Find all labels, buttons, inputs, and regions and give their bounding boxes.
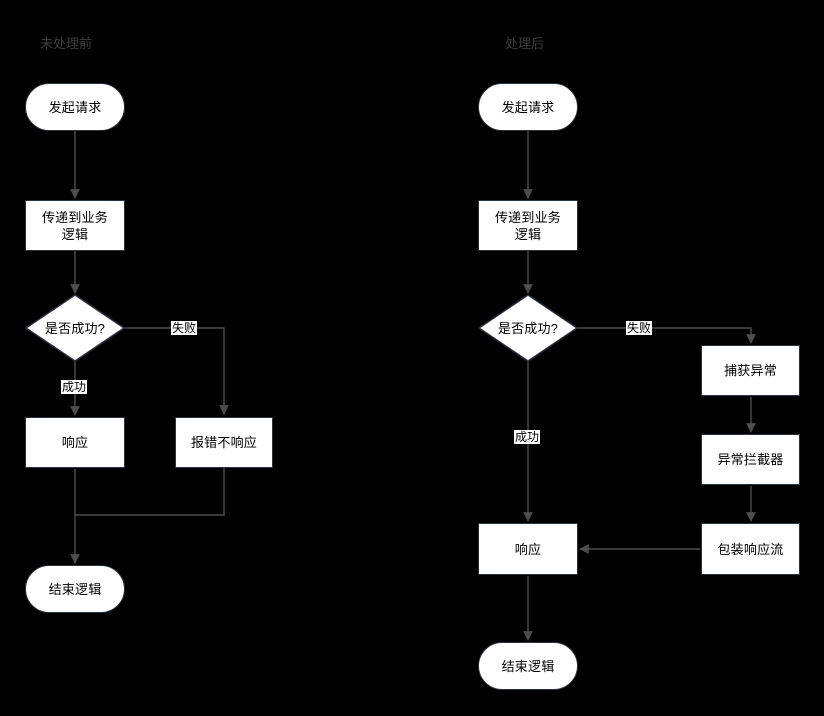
node-after-start[interactable]: 发起请求: [478, 83, 578, 131]
node-before-end[interactable]: 结束逻辑: [25, 565, 125, 613]
node-before-error-no-response[interactable]: 报错不响应: [175, 417, 273, 468]
node-before-start[interactable]: 发起请求: [25, 83, 125, 131]
node-label: 报错不响应: [190, 435, 257, 450]
node-label: 发起请求: [48, 99, 102, 115]
node-label: 响应: [514, 541, 542, 557]
edge-b3-b5: [124, 327, 229, 415]
edge-label-after-success: 成功: [514, 430, 541, 444]
edge-label-before-success: 成功: [61, 380, 88, 394]
node-label: 异常拦截器: [717, 452, 784, 467]
node-after-business-logic[interactable]: 传递到业务 逻辑: [478, 200, 578, 251]
node-after-exception-interceptor[interactable]: 异常拦截器: [701, 434, 800, 485]
node-label: 传递到业务 逻辑: [494, 209, 561, 242]
node-before-decision[interactable]: 是否成功?: [25, 294, 125, 362]
node-label: 是否成功?: [44, 320, 106, 336]
edge-label-after-fail: 失败: [626, 321, 653, 335]
node-label: 是否成功?: [497, 320, 559, 336]
edge-label-before-fail: 失败: [171, 321, 198, 335]
node-label: 包装响应流: [717, 541, 784, 557]
node-label: 响应: [61, 435, 89, 450]
node-label: 发起请求: [501, 99, 555, 115]
diamond-shape: [25, 294, 125, 362]
node-label: 结束逻辑: [501, 658, 555, 674]
column-title-after: 处理后: [505, 36, 545, 51]
node-before-business-logic[interactable]: 传递到业务 逻辑: [25, 200, 125, 251]
node-after-decision[interactable]: 是否成功?: [478, 294, 578, 362]
node-after-response[interactable]: 响应: [478, 523, 578, 575]
node-after-end[interactable]: 结束逻辑: [478, 642, 578, 690]
edge-b5-join: [75, 468, 225, 516]
node-after-wrap-response-stream[interactable]: 包装响应流: [701, 523, 800, 575]
column-title-before: 未处理前: [40, 36, 93, 51]
node-label: 传递到业务 逻辑: [41, 209, 108, 242]
edge-a3-a4: [577, 327, 756, 344]
node-label: 捕获异常: [724, 363, 777, 378]
node-label: 结束逻辑: [48, 581, 102, 597]
node-before-response[interactable]: 响应: [25, 417, 125, 468]
node-after-catch-exception[interactable]: 捕获异常: [701, 345, 800, 396]
diamond-shape: [478, 294, 578, 362]
